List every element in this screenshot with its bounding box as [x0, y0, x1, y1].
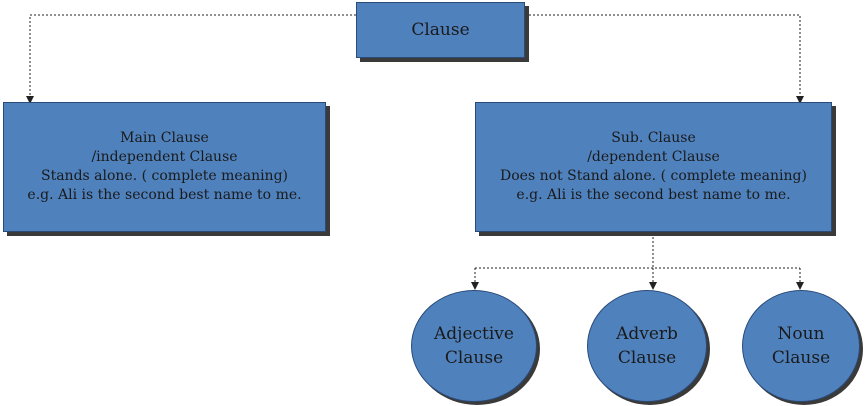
sub-clause-description: Does not Stand alone. ( complete meaning…: [500, 168, 807, 184]
noun-clause-node: Noun Clause: [742, 290, 860, 402]
main-clause-title: Main Clause: [120, 130, 209, 146]
connector-root-to-main: [26, 14, 356, 104]
main-clause-description: Stands alone. ( complete meaning): [40, 168, 289, 184]
sub-clause-title: Sub. Clause: [611, 130, 696, 146]
adverb-clause-line-2: Clause: [617, 348, 677, 368]
adjective-clause-line-2: Clause: [444, 348, 504, 368]
sub-clause-node: Sub. Clause /dependent Clause Does not S…: [475, 102, 832, 232]
adverb-clause-line-1: Adverb: [616, 324, 678, 344]
noun-clause-line-2: Clause: [771, 348, 831, 368]
adjective-clause-line-1: Adjective: [434, 324, 514, 344]
sub-clause-subtitle: /dependent Clause: [587, 149, 720, 165]
adverb-clause-node: Adverb Clause: [587, 290, 707, 402]
main-clause-subtitle: /independent Clause: [91, 149, 238, 165]
clause-root-label: Clause: [411, 19, 470, 40]
main-clause-example: e.g. Ali is the second best name to me.: [27, 187, 302, 203]
connector-root-to-sub: [525, 14, 804, 104]
clause-root-node: Clause: [356, 2, 525, 58]
sub-clause-example: e.g. Ali is the second best name to me.: [516, 187, 791, 203]
noun-clause-line-1: Noun: [777, 324, 825, 344]
main-clause-node: Main Clause /independent Clause Stands a…: [3, 102, 326, 232]
adjective-clause-node: Adjective Clause: [411, 290, 537, 402]
